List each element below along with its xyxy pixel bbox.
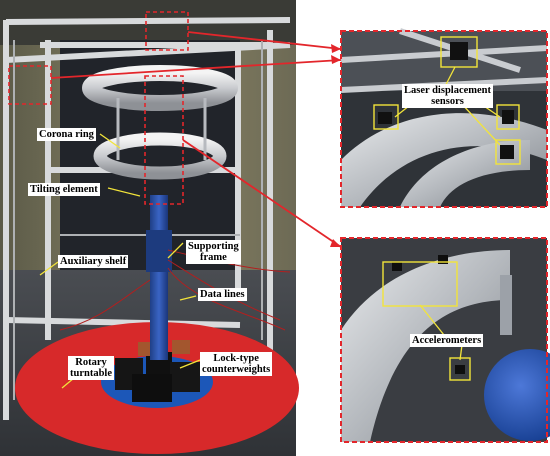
callout-connectors: [50, 31, 342, 248]
label-rotary-line2: turntable: [70, 368, 112, 379]
label-corona-ring: Corona ring: [37, 128, 96, 141]
laser-sensor-inset: [340, 28, 548, 208]
label-auxiliary-shelf: Auxiliary shelf: [58, 255, 129, 268]
label-rotary-turntable: Rotary turntable: [68, 356, 114, 380]
label-laser-displacement-sensors: Laser displacement sensors: [402, 84, 494, 108]
label-data-lines: Data lines: [198, 288, 247, 301]
label-rotary-line1: Rotary: [75, 357, 107, 368]
label-supporting-line2: frame: [199, 252, 227, 263]
label-supporting-line1: Supporting: [188, 241, 239, 252]
label-tilting-element: Tilting element: [28, 183, 100, 196]
label-lock-line2: counterweights: [202, 364, 271, 375]
label-laser-line1: Laser displacement: [404, 85, 492, 96]
label-lock-type-counterweights: Lock-type counterweights: [200, 352, 273, 376]
label-lock-line1: Lock-type: [213, 353, 259, 364]
label-supporting-frame: Supporting frame: [186, 240, 241, 264]
label-accelerometers: Accelerometers: [410, 334, 484, 347]
main-photo-panel: [0, 0, 299, 456]
label-laser-line2: sensors: [431, 96, 464, 107]
